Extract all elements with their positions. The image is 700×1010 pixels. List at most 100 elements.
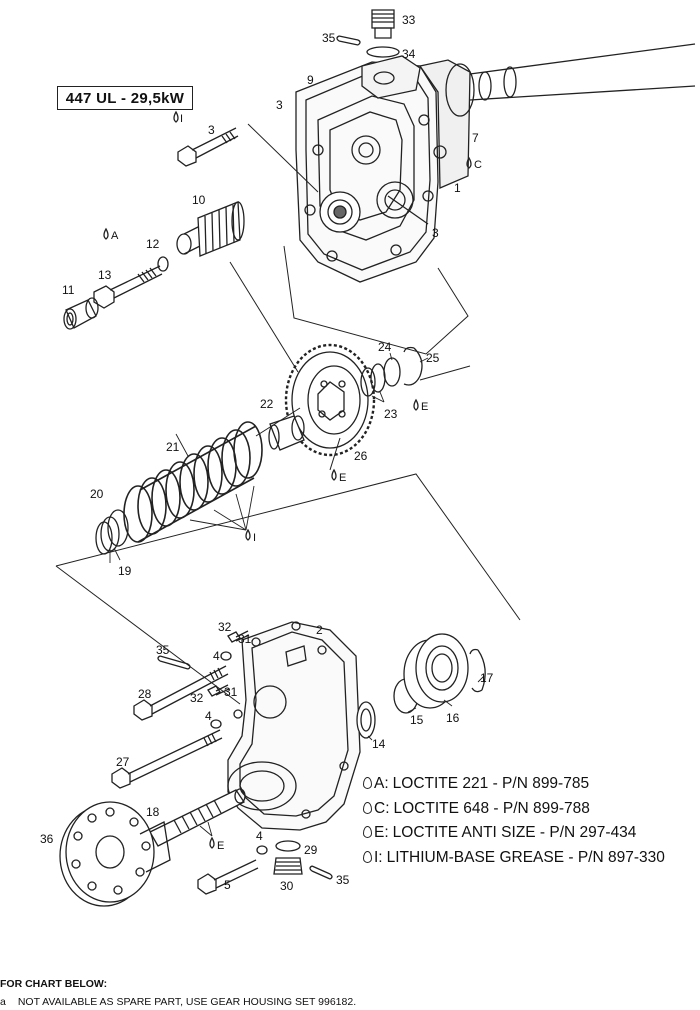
clip-35-top <box>336 35 361 46</box>
drop-icon <box>363 826 372 839</box>
callout-1: 1 <box>454 181 461 195</box>
note-item: a NOT AVAILABLE AS SPARE PART, USE GEAR … <box>0 996 356 1008</box>
legend-row-i: I: LITHIUM-BASE GREASE - P/N 897-330 <box>363 846 665 871</box>
pinion-gear-10 <box>176 201 245 257</box>
sleeve-22 <box>268 415 305 451</box>
svg-text:E: E <box>421 401 428 413</box>
callout-16: 16 <box>446 711 460 725</box>
callout-2: 2 <box>316 623 323 637</box>
washer-23a <box>360 367 376 397</box>
bolt-27 <box>111 729 223 789</box>
bearing-16 <box>403 633 469 709</box>
drop-e-right: E <box>413 398 428 413</box>
flange-36 <box>59 801 171 907</box>
washer-4-mid <box>210 719 222 729</box>
assembly-guides <box>55 123 521 705</box>
svg-text:E: E <box>339 472 346 484</box>
plug-30 <box>273 857 303 875</box>
callout-33: 33 <box>402 13 416 27</box>
callout-20: 20 <box>90 487 104 501</box>
washer-4-top <box>220 651 232 661</box>
o-ring-29 <box>275 840 301 852</box>
callout-25: 25 <box>426 351 440 365</box>
callout-31-b: 31 <box>224 685 238 699</box>
callout-21: 21 <box>166 440 180 454</box>
svg-text:E: E <box>217 840 224 852</box>
callout-36: 36 <box>40 832 54 846</box>
part-callouts: 33 35 34 9 3 3 7 1 10 3 12 13 11 24 25 2… <box>40 13 494 893</box>
callout-24: 24 <box>378 340 392 354</box>
callout-3-a: 3 <box>276 98 283 112</box>
callout-27: 27 <box>116 755 130 769</box>
callout-31-a: 31 <box>238 632 252 646</box>
leader-lines-lower <box>199 675 485 837</box>
callout-4-b: 4 <box>205 709 212 723</box>
chart-notes: FOR CHART BELOW: a NOT AVAILABLE AS SPAR… <box>0 978 356 1008</box>
callout-34: 34 <box>402 47 416 61</box>
washer-12 <box>157 256 169 272</box>
drop-icon <box>363 801 372 814</box>
callout-35-top: 35 <box>322 31 336 45</box>
clip-35-low <box>309 865 333 880</box>
bolt-28 <box>133 665 229 721</box>
callout-12: 12 <box>146 237 160 251</box>
callout-13: 13 <box>98 268 112 282</box>
drop-e-gear: E <box>331 468 346 484</box>
callout-35-mid: 35 <box>156 643 170 657</box>
lubricant-legend: A: LOCTITE 221 - P/N 899-785 C: LOCTITE … <box>363 772 665 870</box>
notes-heading: FOR CHART BELOW: <box>0 978 108 990</box>
seal-14 <box>356 701 376 739</box>
svg-text:I: I <box>180 113 183 125</box>
callout-18: 18 <box>146 805 160 819</box>
callout-3-c: 3 <box>432 226 439 240</box>
legend-row-c: C: LOCTITE 648 - P/N 899-788 <box>363 797 665 822</box>
callout-7: 7 <box>472 131 479 145</box>
model-title: 447 UL - 29,5kW <box>57 86 193 110</box>
washer-4-low <box>256 845 268 855</box>
screw-31-mid <box>207 684 230 697</box>
needle-bearing-11 <box>63 297 99 330</box>
callout-11: 11 <box>62 283 75 297</box>
callout-29: 29 <box>304 843 318 857</box>
drop-i-top: I <box>173 110 183 125</box>
callout-19: 19 <box>118 564 132 578</box>
washer-23b <box>370 363 386 393</box>
callout-32-a: 32 <box>218 620 232 634</box>
leader-lines <box>109 352 429 563</box>
washer-20 <box>107 509 129 547</box>
svg-text:I: I <box>253 532 256 544</box>
legend-row-a: A: LOCTITE 221 - P/N 899-785 <box>363 772 665 797</box>
callout-9: 9 <box>307 73 314 87</box>
output-shaft-18 <box>149 788 246 847</box>
o-ring-34 <box>366 46 400 58</box>
drop-icon <box>363 777 372 790</box>
circlip-25 <box>403 346 423 386</box>
svg-text:C: C <box>474 159 482 171</box>
drop-a-bolt: A <box>103 227 119 242</box>
callout-35-low: 35 <box>336 873 350 887</box>
ring-24 <box>383 357 401 387</box>
spring-21 <box>123 421 263 543</box>
legend-row-e: E: LOCTITE ANTI SIZE - P/N 297-434 <box>363 821 665 846</box>
drop-e-shaft: E <box>209 836 224 852</box>
callout-22: 22 <box>260 397 274 411</box>
note-text: NOT AVAILABLE AS SPARE PART, USE GEAR HO… <box>17 996 357 1008</box>
note-mark: a <box>0 996 6 1008</box>
callout-5: 5 <box>224 878 231 892</box>
screw-31-top <box>227 630 250 643</box>
callout-10: 10 <box>192 193 206 207</box>
driven-gear-26 <box>284 343 376 457</box>
callout-14: 14 <box>372 737 386 751</box>
callout-26: 26 <box>354 449 368 463</box>
callout-4-c: 4 <box>256 829 263 843</box>
drop-icon <box>363 850 372 863</box>
callout-17: 17 <box>480 671 494 685</box>
bolt-3 <box>177 127 239 167</box>
callout-28: 28 <box>138 687 152 701</box>
plug-33 <box>371 9 395 39</box>
upper-gear-housing <box>295 43 696 283</box>
lower-gear-housing <box>227 621 361 831</box>
circlip-17 <box>469 648 486 693</box>
bolt-5 <box>197 859 259 895</box>
